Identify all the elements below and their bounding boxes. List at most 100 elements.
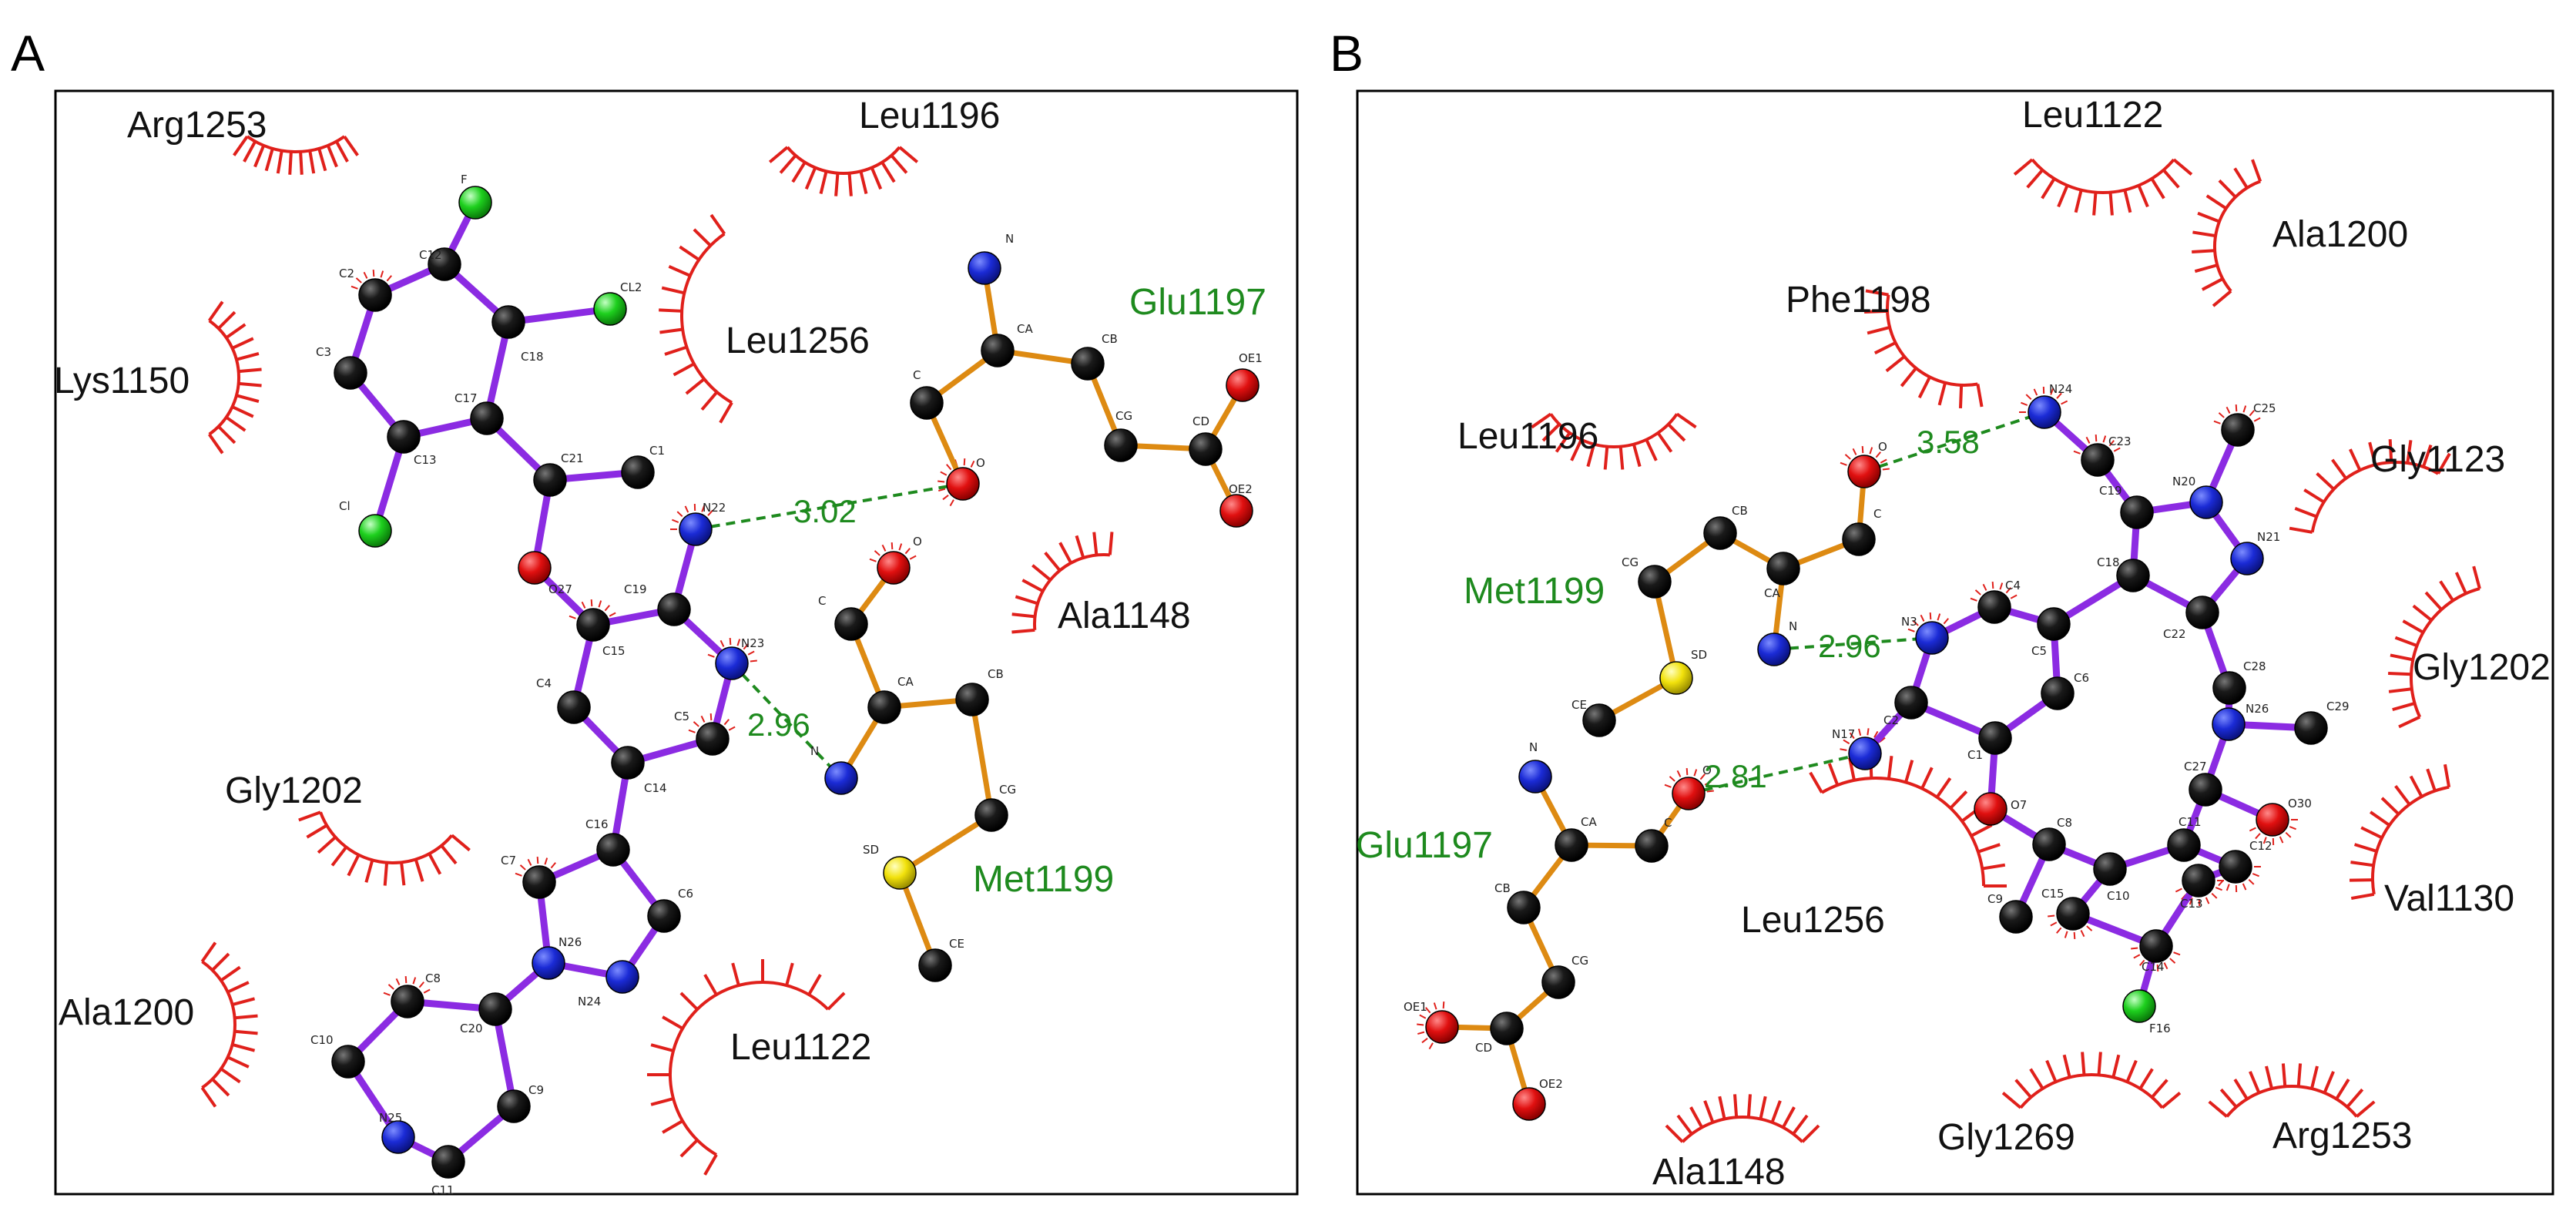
- panel-b-ligand-c5-atom-label: C5: [2031, 644, 2047, 658]
- panel-a-residue-label-glu1197: Glu1197: [1129, 282, 1266, 323]
- panel-b-glu-oe1-contact-ticks: [1417, 1002, 1445, 1050]
- panel-a-ligand-c19-atom: [657, 592, 691, 626]
- panel-b-residue-label-phe1198: Phe1198: [1786, 280, 1931, 320]
- panel-a-ligand-cl2-atom-label: CL2: [620, 280, 642, 294]
- panel-a-ligand-c16-atom-label: C16: [585, 817, 609, 831]
- panel-a-residue-atom-9-atom: [877, 551, 911, 585]
- panel-b-ligand-c29-atom-label: C29: [2326, 700, 2350, 713]
- panel-a-residue-atom-5-atom-label: CD: [1192, 414, 1209, 428]
- panel-b-ligand-c6-atom-label: C6: [2074, 671, 2089, 685]
- panel-b-ala1148-contact: [1665, 1094, 1820, 1143]
- panel-a-ligand-c8-atom-label: C8: [425, 971, 441, 985]
- panel-a-hbond-2-distance: 2.96: [747, 706, 810, 743]
- panel-b-residue-atom-12-atom-label: CB: [1494, 881, 1511, 895]
- panel-b-residue-atom-4-atom-label: CG: [1622, 555, 1639, 569]
- panel-a-residue-atom-12-atom: [955, 683, 989, 716]
- panel-b-residue-label-met1199: Met1199: [1464, 571, 1605, 612]
- panel-b-residue-label-leu1256: Leu1256: [1741, 900, 1885, 941]
- panel-a-ligand-c5-atom: [696, 722, 730, 756]
- panel-b-residue-atom-3-atom: [1766, 552, 1800, 586]
- panel-b-residue-label-val1130: Val1130: [2384, 878, 2514, 919]
- panel-a-residue-atom-2-atom-label: CB: [1102, 332, 1118, 346]
- panel-b-ligand-c10-atom-label: C10: [2107, 889, 2130, 903]
- panel-b-ligand-c22-atom: [2185, 596, 2219, 629]
- panel-a-ligand-c21-atom: [533, 463, 567, 497]
- panel-a-ligand-n26-atom-label: N26: [558, 935, 582, 949]
- panel-a-ligand-n22-atom-label: N22: [703, 501, 726, 515]
- panel-a-ligand-n25-atom: [381, 1120, 415, 1154]
- panel-b-ligand-c22-atom-label: C22: [2163, 627, 2186, 641]
- panel-a-ligand-c14-atom: [611, 746, 645, 780]
- panel-b-ligand-n24-atom: [2028, 395, 2061, 429]
- panel-a-gly1202-contact: [298, 810, 471, 886]
- panel-b-residue-atom-13-atom-label: CG: [1571, 954, 1588, 968]
- panel-b-ligand-c6-atom: [2041, 676, 2075, 710]
- panel-a-ligand-c9-atom: [497, 1089, 531, 1123]
- panel-b-residue-atom-9-atom-label: CA: [1581, 815, 1597, 829]
- panel-b-ligand-c5-atom: [2037, 607, 2071, 641]
- panel-a-residue-atom-12-atom-label: CB: [988, 667, 1004, 681]
- panel-a-residue-atom-7-atom: [1219, 494, 1253, 528]
- panel-b-ligand-n21-atom: [2230, 542, 2264, 575]
- panel-a-ligand-f-atom: [458, 186, 492, 220]
- panel-a-frame: [54, 89, 1299, 1196]
- panel-a-residue-atom-2-atom: [1071, 347, 1105, 381]
- panel-a-ligand-c1-atom-label: C1: [649, 444, 665, 458]
- panel-b-glu-o-contact-ticks: [1664, 768, 1714, 793]
- panel-a-residue-label-arg1253: Arg1253: [127, 105, 267, 146]
- panel-a-residue-atom-1-atom-label: CA: [1017, 322, 1033, 336]
- panel-b-ligand-c13-atom-label: C13: [2180, 897, 2203, 911]
- panel-b-residue-label-glu1197: Glu1197: [1356, 825, 1493, 866]
- panel-a-residue-label-lys1150: Lys1150: [54, 361, 190, 401]
- panel-a-ligand-c17-atom: [470, 401, 504, 435]
- panel-a-ligand-c1-atom: [621, 455, 655, 489]
- panel-b-residue-atom-13-atom: [1541, 965, 1575, 999]
- panel-b-ligand-c10-atom: [2093, 852, 2127, 886]
- panel-a-ligand-c18-atom: [491, 305, 525, 339]
- panel-b-residue-atom-16-atom: [1512, 1087, 1546, 1121]
- panel-a-ligand-n23-atom-label: N23: [741, 636, 764, 650]
- panel-a-residue-atom-5-atom: [1189, 432, 1223, 466]
- covalent-bonds: [344, 199, 2315, 1166]
- panel-a-ligand-c20-atom: [478, 992, 512, 1026]
- panel-b-ligand-o7-atom-label: O7: [2011, 798, 2027, 812]
- panel-b-leu1256-contact: [1809, 755, 2007, 887]
- panel-a-residue-atom-15-atom: [883, 856, 917, 890]
- panel-a-ligand-c4-atom-label: C4: [536, 676, 552, 690]
- panel-b-residue-atom-10-atom-label: C: [1664, 816, 1672, 830]
- panel-a-ligand-c14-atom-label: C14: [644, 781, 667, 795]
- panel-b-gly1269-contact: [2001, 1052, 2182, 1109]
- panel-a-c5-contact-ticks: [688, 713, 736, 733]
- panel-a-ligand-c3-atom: [334, 356, 367, 390]
- panel-b-residue-atom-0-atom-label: O: [1878, 440, 1887, 454]
- panel-a-residue-atom-6-atom-label: OE1: [1239, 351, 1263, 365]
- panel-a-ala1200-contact: [200, 941, 258, 1108]
- panel-b-ligand-n3-atom-label: N3: [1901, 615, 1917, 629]
- panel-a-hbond-1-distance: 3.02: [793, 493, 857, 529]
- panel-b-residue-label-gly1202: Gly1202: [2413, 647, 2551, 688]
- panel-b-ligand-o30-atom: [2256, 803, 2289, 837]
- panel-b-ligand-n26-atom-label: N26: [2246, 702, 2269, 716]
- panel-a-n22-contact-ticks: [670, 503, 713, 530]
- panel-b-residue-atom-8-atom: [1518, 760, 1552, 794]
- panel-b-ligand-c12-atom-label: C12: [2249, 839, 2272, 853]
- panel-b-residue-label-gly1269: Gly1269: [1937, 1117, 2075, 1158]
- panel-a-ligand-c5-atom-label: C5: [674, 710, 689, 723]
- panel-b-o30-contact-ticks: [2249, 819, 2298, 846]
- panel-b-residue-atom-7-atom-label: CE: [1571, 698, 1587, 712]
- panel-a-ligand-c13-atom: [387, 420, 421, 454]
- panel-a-residue-label-leu1122: Leu1122: [730, 1027, 871, 1068]
- panel-a-ligand-c3-atom-label: C3: [316, 345, 331, 359]
- panel-a-ligand-n23-atom: [715, 646, 749, 680]
- panel-a-ligand-n22-atom: [679, 512, 713, 546]
- panel-b-residue-atom-3-atom-label: CA: [1764, 586, 1780, 600]
- panel-a-ligand-c6-atom: [647, 899, 681, 933]
- panel-b-ligand-c2-atom-label: C2: [1883, 713, 1899, 727]
- panel-b-ligand-n24-atom-label: N24: [2049, 382, 2072, 396]
- panel-a-residue-atom-0-atom-label: N: [1005, 232, 1014, 246]
- panel-b-ligand-n17-atom: [1848, 737, 1882, 770]
- panel-b-residue-atom-15-atom-label: OE1: [1404, 1000, 1427, 1014]
- panel-a-residue-label-ala1200: Ala1200: [59, 992, 194, 1033]
- panel-b-residue-label-ala1148: Ala1148: [1652, 1152, 1786, 1193]
